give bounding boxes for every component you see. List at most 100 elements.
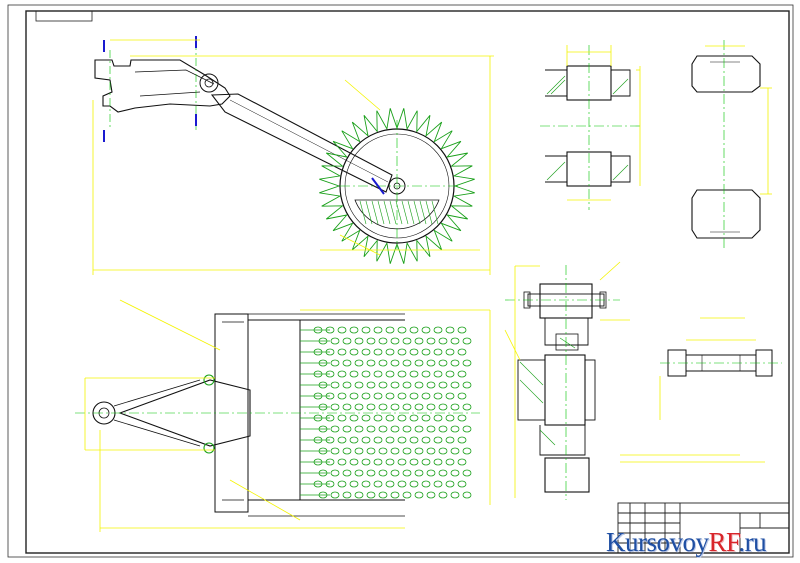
spike-tooth	[385, 348, 395, 356]
spike-tooth	[433, 326, 443, 334]
spike-tooth	[342, 447, 352, 455]
spike-tooth	[450, 359, 460, 367]
spike-tooth	[450, 337, 460, 345]
spike-tooth	[426, 337, 436, 345]
spike-tooth	[414, 403, 424, 411]
spike-tooth	[426, 491, 436, 499]
spike-tooth	[342, 469, 352, 477]
spike-tooth	[366, 447, 376, 455]
spike-tooth	[325, 370, 335, 378]
spike-tooth	[313, 458, 323, 466]
spike-tooth	[313, 348, 323, 356]
spike-tooth	[409, 414, 419, 422]
spike-tooth	[361, 326, 371, 334]
spike-tooth	[433, 436, 443, 444]
wheel-teeth	[319, 108, 475, 264]
spike-tooth	[330, 359, 340, 367]
spike-tooth	[325, 480, 335, 488]
spike-tooth	[349, 370, 359, 378]
section-view-3	[504, 261, 630, 500]
spike-tooth	[366, 469, 376, 477]
spike-tooth	[414, 381, 424, 389]
spike-tooth	[457, 326, 467, 334]
spike-tooth	[438, 337, 448, 345]
spike-tooth	[354, 337, 364, 345]
spike-tooth	[450, 469, 460, 477]
spike-tooth	[445, 458, 455, 466]
spike-tooth	[385, 436, 395, 444]
spike-tooth	[330, 337, 340, 345]
spike-tooth	[457, 392, 467, 400]
spike-tooth	[414, 491, 424, 499]
spike-tooth	[366, 359, 376, 367]
spike-tooth	[462, 447, 472, 455]
spike-tooth	[342, 337, 352, 345]
bracket-inner-line	[134, 69, 215, 97]
spike-tooth	[313, 414, 323, 422]
spike-tooth	[366, 337, 376, 345]
technical-notes	[620, 454, 765, 463]
spike-tooth	[457, 458, 467, 466]
spike-tooth	[361, 480, 371, 488]
spike-tooth	[361, 458, 371, 466]
spike-tooth	[361, 392, 371, 400]
spike-tooth	[390, 469, 400, 477]
spike-tooth	[462, 469, 472, 477]
spike-tooth	[445, 326, 455, 334]
bracket-pivot-eye	[199, 73, 219, 93]
spike-tooth	[354, 403, 364, 411]
spike-tooth	[402, 425, 412, 433]
spike-tooth	[385, 480, 395, 488]
bracket-pivot-pin	[204, 78, 214, 88]
spike-tooth	[421, 414, 431, 422]
spike-tooth	[445, 480, 455, 488]
spike-tooth	[409, 326, 419, 334]
watermark-part1: Kursovoy	[606, 527, 709, 557]
spike-tooth	[390, 447, 400, 455]
main-beam	[248, 319, 301, 501]
spike-tooth	[342, 381, 352, 389]
spike-tooth	[337, 326, 347, 334]
spike-tooth	[397, 414, 407, 422]
spike-tooth	[330, 425, 340, 433]
spike-tooth	[450, 447, 460, 455]
spike-tooth	[318, 491, 328, 499]
spike-tooth	[397, 392, 407, 400]
spike-tooth	[390, 359, 400, 367]
spike-tooth	[438, 447, 448, 455]
spike-tooth	[457, 436, 467, 444]
spike-tooth	[313, 392, 323, 400]
spike-tooth	[438, 491, 448, 499]
spike-tooth	[361, 414, 371, 422]
spike-tooth	[337, 436, 347, 444]
spike-tooth	[450, 491, 460, 499]
spike-tooth	[426, 469, 436, 477]
spike-tooth	[462, 425, 472, 433]
spike-tooth	[426, 403, 436, 411]
spike-tooth	[373, 480, 383, 488]
spike-tooth	[378, 425, 388, 433]
spike-tooth	[361, 348, 371, 356]
spike-tooth	[433, 414, 443, 422]
spike-tooth	[318, 381, 328, 389]
spike-tooth	[366, 381, 376, 389]
spike-tooth	[433, 480, 443, 488]
spike-tooth	[445, 436, 455, 444]
spike-tooth	[450, 381, 460, 389]
spike-tooth	[426, 447, 436, 455]
spike-tooth	[397, 326, 407, 334]
spike-tooth	[337, 348, 347, 356]
spike-tooth	[402, 469, 412, 477]
spike-tooth	[373, 348, 383, 356]
spike-tooth	[373, 326, 383, 334]
spike-tooth	[402, 359, 412, 367]
spike-tooth	[325, 414, 335, 422]
spike-tooth	[354, 381, 364, 389]
spike-tooth	[325, 348, 335, 356]
spike-tooth	[402, 403, 412, 411]
lever-arm	[210, 93, 393, 193]
spike-tooth	[354, 491, 364, 499]
spike-tooth	[318, 359, 328, 367]
spike-tooth	[409, 436, 419, 444]
